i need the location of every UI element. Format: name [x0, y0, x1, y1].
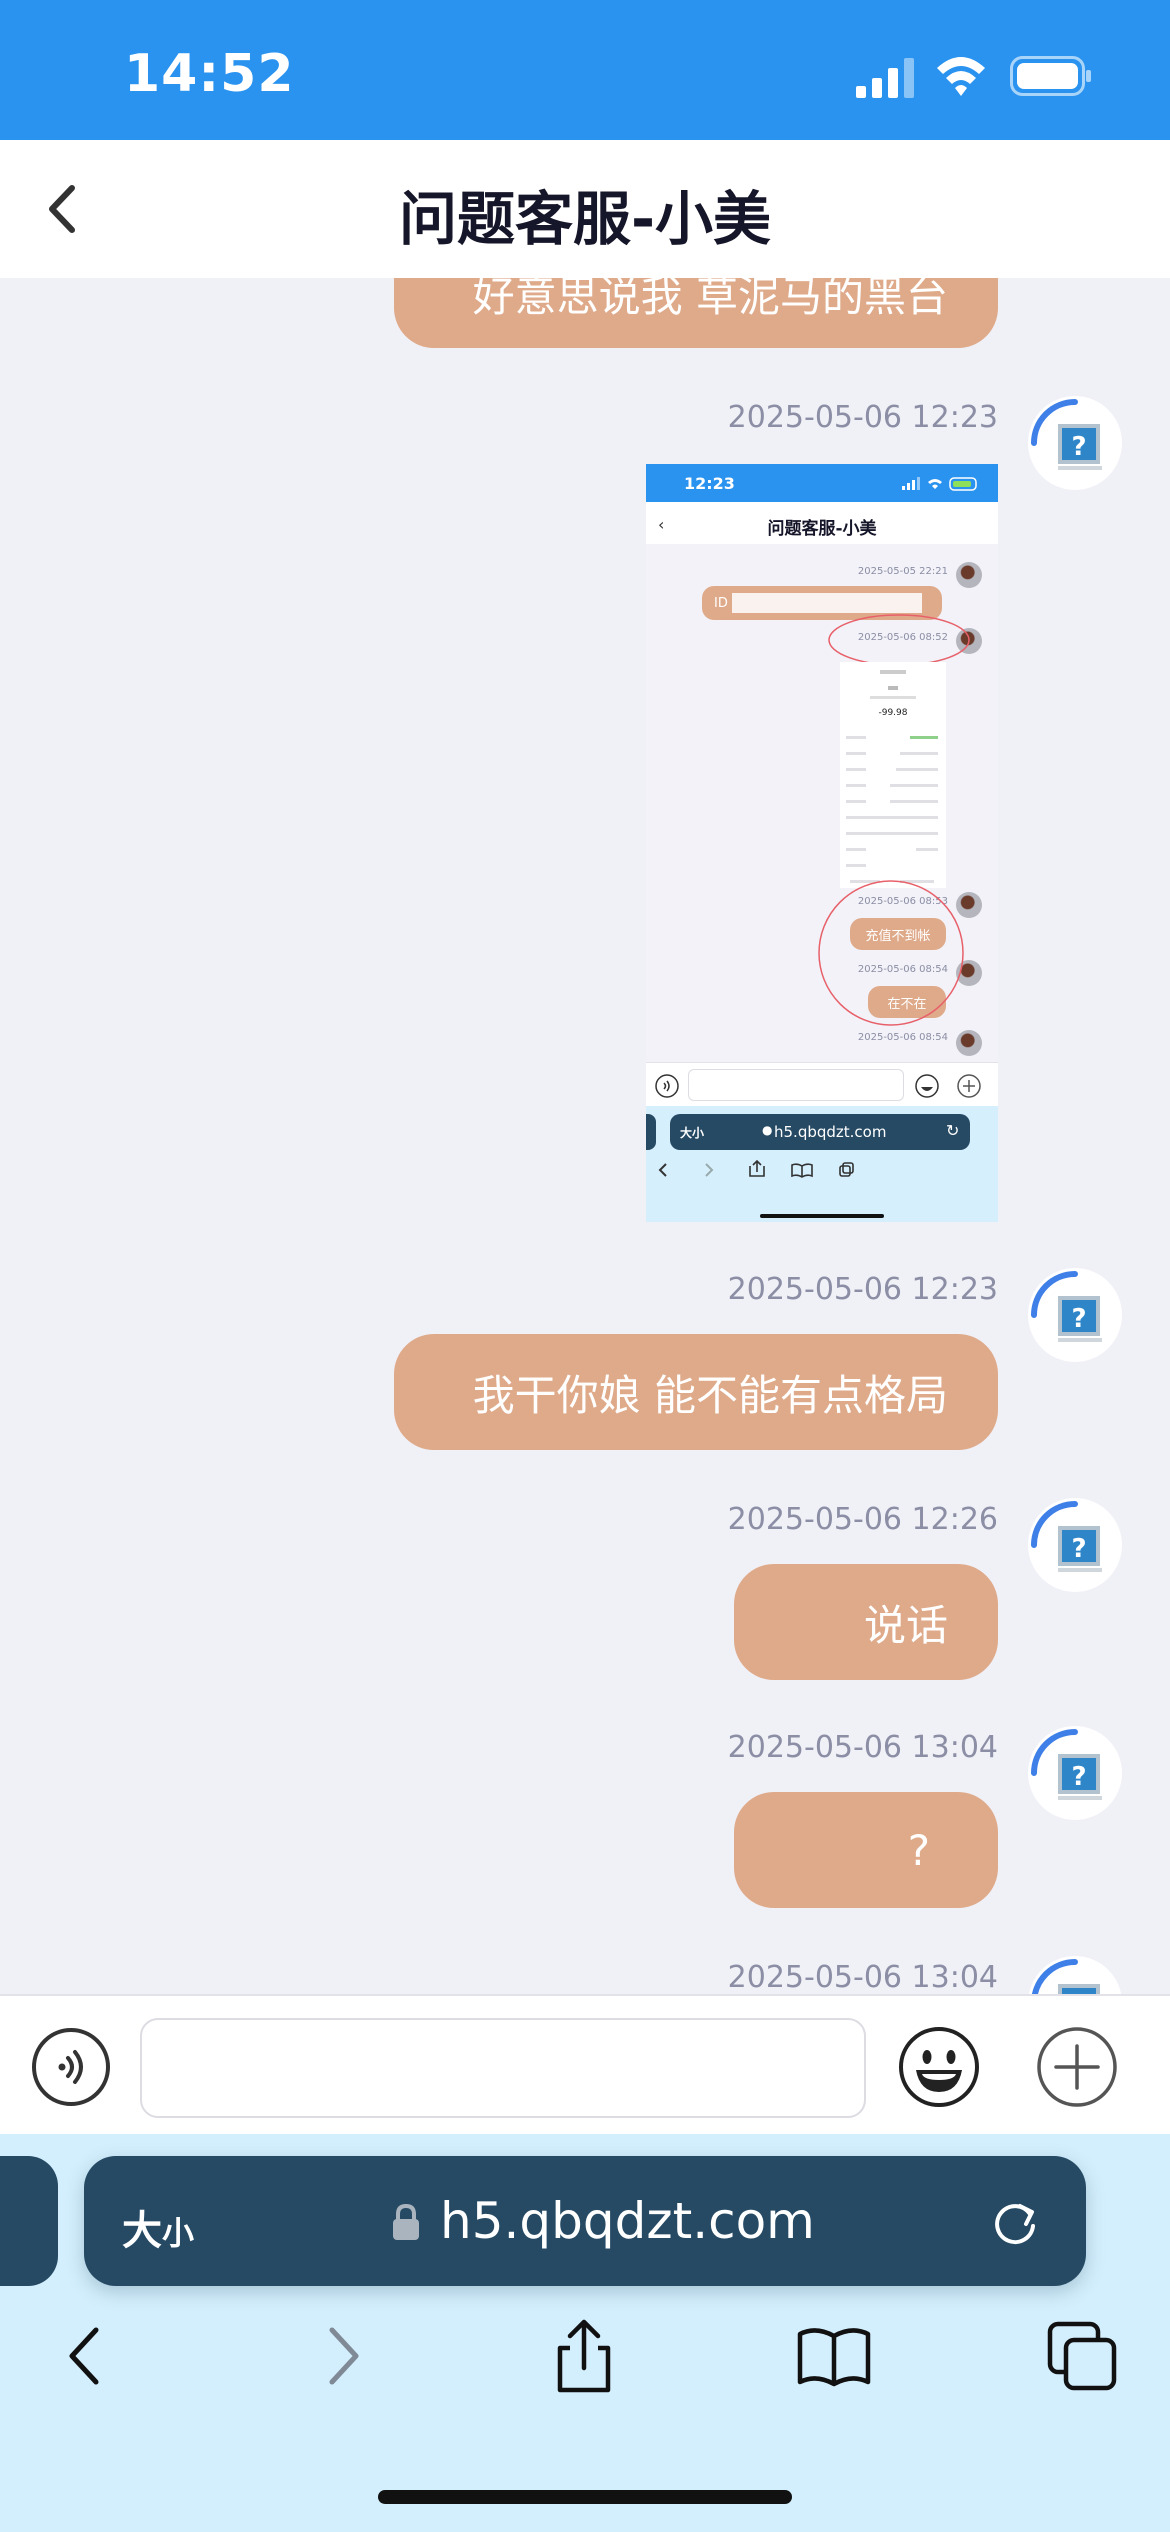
- embedded-time: 12:23: [684, 474, 735, 493]
- annotation-ellipse: [828, 614, 970, 666]
- embedded-avatar: [956, 562, 982, 588]
- svg-text:?: ?: [1071, 1534, 1086, 1564]
- share-icon[interactable]: [546, 2318, 622, 2394]
- embedded-status-icons: [902, 477, 977, 491]
- embedded-avatar: [956, 1030, 982, 1056]
- avatar[interactable]: ?: [1028, 1726, 1122, 1820]
- embedded-avatar: [956, 892, 982, 918]
- receipt-lines: [846, 670, 938, 883]
- avatar[interactable]: [1028, 1956, 1122, 1994]
- embedded-toolbar: [658, 1159, 884, 1218]
- embedded-nav-bar: ‹ 问题客服-小美: [646, 502, 998, 544]
- annotation-circle: [818, 880, 964, 1026]
- emoji-button[interactable]: [896, 2024, 982, 2110]
- lock-icon: [393, 2203, 419, 2240]
- embedded-status-bar: 12:23: [646, 464, 998, 502]
- receipt-amount: -99.98: [878, 708, 908, 718]
- message-text: 我干你娘 能不能有点格局: [472, 1370, 948, 1420]
- text-size-big-label: 大: [122, 2208, 162, 2254]
- status-bar: 14:52: [0, 0, 1170, 140]
- message-text: ?: [907, 1825, 930, 1875]
- embedded-bubble: 充值不到帐: [850, 918, 946, 950]
- previous-tab[interactable]: [0, 2156, 58, 2286]
- embedded-title: 问题客服-小美: [767, 519, 877, 539]
- embedded-emoji-icon: [915, 1074, 939, 1098]
- embedded-timestamp: 2025-05-06 08:52: [857, 632, 948, 643]
- embedded-bubble-text: ID: [714, 595, 728, 611]
- embedded-timestamp: 2025-05-06 08:54: [857, 1032, 948, 1043]
- browser-toolbar: 大小 h5.qbqdzt.com: [0, 2134, 1170, 2532]
- avatar[interactable]: ?: [1028, 396, 1122, 490]
- message-input[interactable]: [140, 2018, 866, 2118]
- message-text: 说话: [863, 1600, 948, 1650]
- message-timestamp: 2025-05-06 12:23: [727, 400, 998, 435]
- missing-image-icon: ?: [1031, 399, 1102, 470]
- embedded-timestamp: 2025-05-06 08:53: [857, 896, 948, 907]
- embedded-url: h5.qbqdzt.com: [774, 1123, 887, 1141]
- embedded-timestamp: 2025-05-06 08:54: [857, 964, 948, 975]
- message-input-bar: [0, 1994, 1170, 2134]
- home-indicator[interactable]: [378, 2490, 792, 2504]
- voice-input-button[interactable]: [30, 2026, 112, 2108]
- message-bubble[interactable]: 好意思说我 草泥马的黑台: [394, 278, 998, 348]
- message-bubble[interactable]: 说话: [734, 1564, 998, 1680]
- embedded-input-bar: [646, 1062, 998, 1106]
- status-time: 14:52: [124, 44, 295, 104]
- reload-icon[interactable]: [990, 2196, 1042, 2248]
- message-text: 好意思说我 草泥马的黑台: [472, 278, 948, 321]
- missing-image-icon: ?: [1031, 1729, 1102, 1800]
- embedded-text-field: [688, 1069, 904, 1101]
- embedded-url-bar: 大小 h5.qbqdzt.com ● ↻: [670, 1114, 970, 1150]
- page-title: 问题客服-小美: [398, 185, 772, 253]
- svg-text:?: ?: [1071, 1304, 1086, 1334]
- missing-image-icon: ?: [1031, 1271, 1102, 1342]
- cellular-signal-icon: [856, 58, 914, 98]
- embedded-browser-bar: 大小 h5.qbqdzt.com ● ↻: [646, 1106, 998, 1222]
- embedded-plus-icon: [957, 1074, 981, 1098]
- message-bubble[interactable]: 我干你娘 能不能有点格局: [394, 1334, 998, 1450]
- embedded-lock-icon: ●: [762, 1123, 773, 1137]
- missing-image-icon: [1031, 1959, 1100, 1994]
- missing-image-icon: ?: [1031, 1501, 1102, 1572]
- embedded-reload-icon: ↻: [946, 1121, 960, 1140]
- nav-bar: 问题客服-小美: [0, 140, 1170, 278]
- avatar[interactable]: ?: [1028, 1498, 1122, 1592]
- redacted-area: [731, 593, 922, 613]
- embedded-bubble-text: 充值不到帐: [865, 928, 931, 944]
- avatar[interactable]: ?: [1028, 1268, 1122, 1362]
- embedded-timestamp: 2025-05-05 22:21: [857, 566, 948, 577]
- embedded-url-label: 大小: [680, 1126, 705, 1140]
- text-size-small-label: 小: [162, 2214, 195, 2252]
- svg-text:?: ?: [1071, 1762, 1086, 1792]
- back-navigation-icon[interactable]: [50, 2318, 126, 2394]
- text-size-button[interactable]: 大小: [122, 2198, 194, 2256]
- battery-icon: [1010, 56, 1091, 96]
- embedded-receipt: -99.98: [840, 662, 946, 888]
- message-bubble[interactable]: ?: [734, 1792, 998, 1908]
- embedded-voice-icon: [655, 1074, 679, 1098]
- screenshot-image[interactable]: 12:23 ‹ 问题客服-小美 2025-05-05 22:21 ID 2025…: [646, 464, 998, 1222]
- bookmarks-icon[interactable]: [796, 2318, 872, 2394]
- back-button[interactable]: [28, 174, 98, 244]
- message-timestamp: 2025-05-06 13:04: [727, 1960, 998, 1994]
- chat-messages[interactable]: 好意思说我 草泥马的黑台 2025-05-06 12:23 ? 12:23 ‹ …: [0, 278, 1170, 1994]
- add-attachment-button[interactable]: [1034, 2024, 1120, 2110]
- embedded-bubble: 在不在: [868, 986, 946, 1018]
- address-bar[interactable]: 大小 h5.qbqdzt.com: [84, 2156, 1086, 2286]
- url-text: h5.qbqdzt.com: [440, 2192, 815, 2250]
- svg-text:?: ?: [1071, 432, 1086, 462]
- embedded-back-icon: ‹: [658, 515, 665, 534]
- message-timestamp: 2025-05-06 12:26: [727, 1502, 998, 1537]
- message-timestamp: 2025-05-06 12:23: [727, 1272, 998, 1307]
- embedded-bubble-text: 在不在: [887, 996, 927, 1012]
- tabs-icon[interactable]: [1044, 2318, 1120, 2394]
- wifi-icon: [937, 57, 985, 96]
- forward-navigation-icon[interactable]: [302, 2318, 378, 2394]
- message-timestamp: 2025-05-06 13:04: [727, 1730, 998, 1765]
